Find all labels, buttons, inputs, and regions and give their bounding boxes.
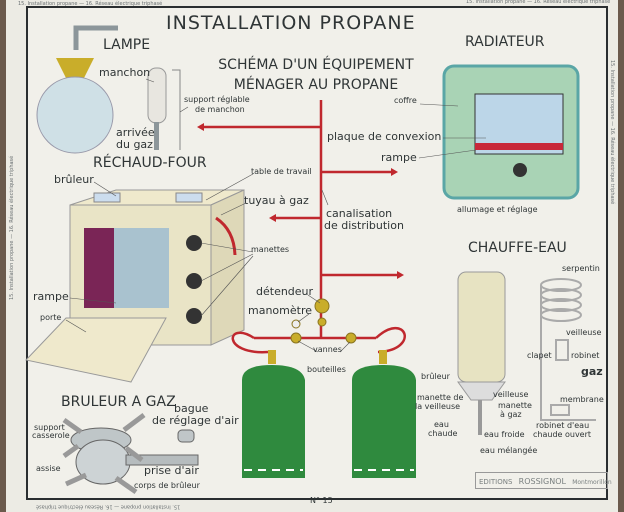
- lamp-heading: LAMPE: [103, 37, 151, 53]
- label-veilleuse: veilleuse: [566, 328, 602, 337]
- label-plaque: plaque de convexion: [327, 130, 442, 143]
- label-support-2: de manchon: [195, 105, 245, 114]
- regulator: [290, 298, 357, 344]
- publisher-city: Montmorillon: [572, 479, 612, 486]
- label-membrane: membrane: [560, 395, 604, 404]
- arrowheads: [197, 123, 404, 279]
- label-rampe-radiateur: rampe: [381, 151, 417, 164]
- label-table: table de travail: [251, 167, 312, 176]
- diagram-drawing: [25, 25, 596, 495]
- label-manette-gaz-2: à gaz: [500, 410, 522, 419]
- label-canalisation-2: de distribution: [324, 219, 404, 232]
- water-heater-heading: CHAUFFE-EAU: [468, 240, 567, 256]
- label-robinet: robinet: [571, 351, 600, 360]
- margin-text-top-left: 15. Installation propane — 16. Réseau él…: [18, 1, 163, 7]
- radiator-drawing: [442, 64, 580, 200]
- oven-drawing: [25, 189, 245, 383]
- subtitle-line-1: SCHÉMA D'UN ÉQUIPEMENT: [218, 57, 414, 73]
- burner-heading: BRULEUR A GAZ: [61, 394, 176, 410]
- leader-lines: [65, 78, 486, 353]
- gas-bottles: [242, 350, 416, 478]
- label-clapet: clapet: [527, 351, 552, 360]
- label-vannes: vannes: [313, 345, 342, 354]
- label-robinet-eau-1: robinet d'eau: [536, 421, 590, 430]
- label-manette-veilleuse-1: manette de: [417, 393, 464, 402]
- label-bague-1: bague: [174, 402, 209, 415]
- page-title: INSTALLATION PROPANE: [166, 12, 416, 34]
- publisher-label: EDITIONS: [479, 478, 513, 486]
- label-manette-veilleuse-2: la veilleuse: [415, 402, 461, 411]
- distribution-pipes: [201, 100, 406, 354]
- water-heater-drawing: [457, 271, 596, 435]
- subtitle-line-2: MÉNAGER AU PROPANE: [233, 77, 399, 93]
- label-bague-2: de réglage d'air: [152, 414, 239, 427]
- label-support-casserole-1: support: [34, 423, 65, 432]
- radiator-heading: RADIATEUR: [465, 34, 545, 50]
- label-manometre: manomètre: [248, 304, 313, 317]
- publisher-brand: ROSSIGNOL: [518, 477, 566, 486]
- label-porte: porte: [40, 313, 62, 322]
- label-eau-melangee: eau mélangée: [480, 446, 538, 455]
- label-manchon: manchon: [99, 66, 151, 79]
- label-canalisation-1: canalisation: [326, 207, 393, 220]
- label-support-casserole-2: casserole: [32, 431, 70, 440]
- label-manette-gaz-1: manette: [498, 401, 532, 410]
- label-assise: assise: [36, 464, 61, 473]
- label-robinet-eau-2: chaude ouvert: [533, 430, 592, 439]
- label-rampe: rampe: [33, 290, 69, 303]
- poster: 15. Installation propane — 16. Réseau él…: [6, 0, 618, 512]
- plate-number: N° 15: [310, 496, 333, 505]
- margin-text-top-right: 15. Installation propane — 16. Réseau él…: [466, 0, 611, 5]
- gas-burner-drawing: [62, 413, 199, 495]
- label-support-1: support réglable: [184, 95, 250, 104]
- label-eau-chaude-2: chaude: [428, 429, 458, 438]
- label-allumage: allumage et réglage: [457, 205, 538, 214]
- label-manettes: manettes: [251, 245, 290, 254]
- label-eau-chaude-1: eau: [434, 420, 449, 429]
- label-corps: corps de brûleur: [134, 481, 200, 490]
- label-bruleur-chauffe: brûleur: [421, 372, 450, 381]
- label-bouteilles: bouteilles: [307, 365, 346, 374]
- label-bruleur: brûleur: [54, 173, 94, 186]
- label-tuyau: tuyau à gaz: [244, 194, 309, 207]
- label-coffre: coffre: [394, 96, 417, 105]
- label-gaz: gaz: [581, 365, 603, 378]
- label-veilleuse-2: veilleuse: [493, 390, 529, 399]
- label-detendeur: détendeur: [256, 285, 314, 298]
- publisher-box: EDITIONS ROSSIGNOL Montmorillon: [475, 472, 612, 489]
- label-eau-froide: eau froide: [484, 430, 525, 439]
- label-serpentin: serpentin: [562, 264, 600, 273]
- label-arrivee-1: arrivée: [116, 126, 155, 139]
- oven-heading: RÉCHAUD-FOUR: [93, 155, 207, 171]
- label-arrivee-2: du gaz: [116, 138, 153, 151]
- label-prise-air: prise d'air: [144, 464, 199, 477]
